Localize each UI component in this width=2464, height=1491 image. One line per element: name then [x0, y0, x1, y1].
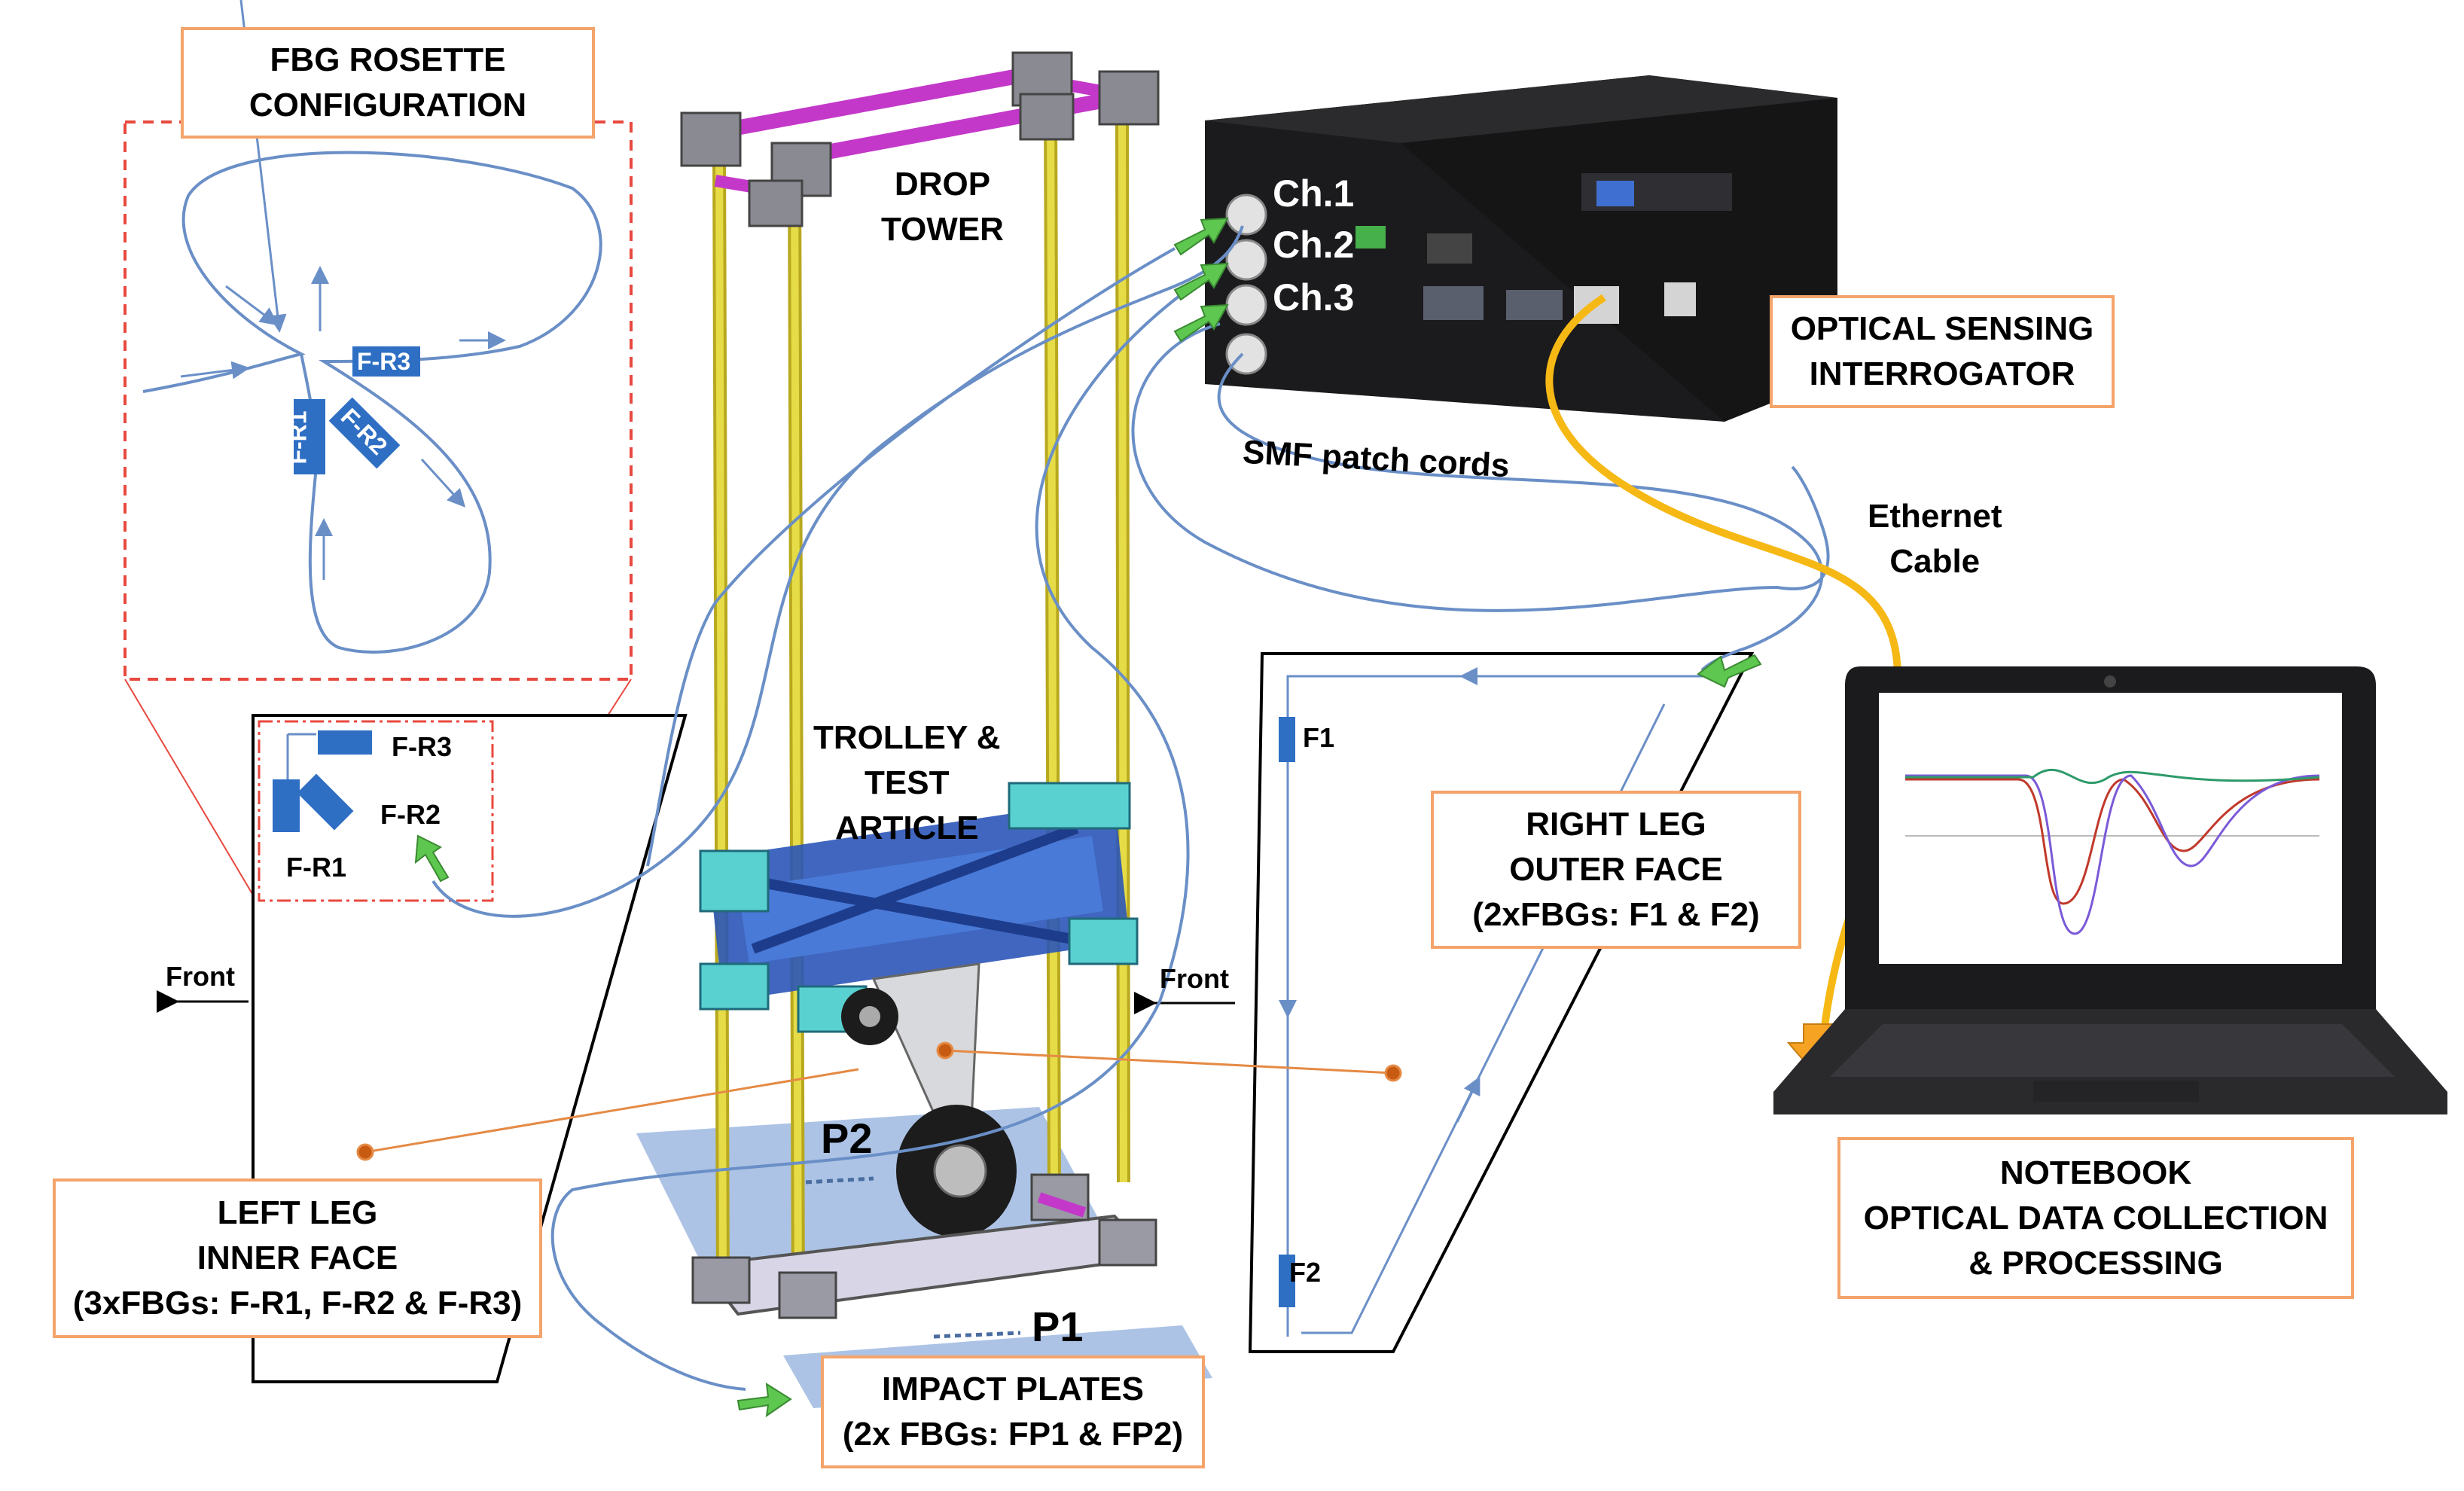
- green-arrows: [414, 217, 1762, 1418]
- ethernet-line1: Ethernet: [1868, 498, 2002, 535]
- drop-tower-line1: DROP: [894, 166, 991, 203]
- trolley-line2: TEST: [865, 764, 950, 801]
- left-leg-front-label: Front: [166, 961, 235, 992]
- right-leg-panel: [1134, 652, 1755, 1353]
- trolley-line1: TROLLEY &: [813, 719, 1001, 756]
- interrogator-line1: OPTICAL SENSING: [1790, 310, 2094, 347]
- fiber-patch-cords: [432, 225, 1830, 1391]
- trolley-base: [691, 1173, 1157, 1319]
- rosette-title-line2: CONFIGURATION: [249, 87, 527, 123]
- left-leg-fbg-label-r3: F-R3: [392, 731, 452, 762]
- interrogator-line2: INTERROGATOR: [1809, 355, 2075, 392]
- right-leg-line1: RIGHT LEG: [1526, 806, 1706, 843]
- right-leg-line2: OUTER FACE: [1509, 851, 1723, 888]
- drop-tower-label: DROP TOWER: [881, 162, 1004, 252]
- right-leg-fbg-label-f2: F2: [1289, 1257, 1322, 1288]
- plate-p2-label: P2: [821, 1114, 873, 1162]
- right-leg-fbg-label-f1: F1: [1303, 722, 1335, 753]
- left-leg-box: LEFT LEG INNER FACE (3xFBGs: F-R1, F-R2 …: [53, 1178, 542, 1338]
- right-leg-line3: (2xFBGs: F1 & F2): [1472, 896, 1760, 933]
- interrogator-device: [1205, 75, 1837, 422]
- rosette-title-box: FBG ROSETTE CONFIGURATION: [181, 27, 595, 139]
- channel-1-label: Ch.1: [1273, 172, 1355, 215]
- trolley-line3: ARTICLE: [834, 810, 979, 846]
- notebook-line1: NOTEBOOK: [1999, 1154, 2192, 1191]
- rosette-fiber-loop: [142, 151, 602, 654]
- trolley-label: TROLLEY & TEST ARTICLE: [813, 715, 1001, 851]
- leader-lines: [356, 1041, 1402, 1161]
- left-leg-fbg-label-r1: F-R1: [286, 852, 346, 883]
- notebook-computer: [1773, 666, 2447, 1114]
- plate-p1-label: P1: [1032, 1303, 1084, 1350]
- right-leg-box: RIGHT LEG OUTER FACE (2xFBGs: F1 & F2): [1431, 791, 1801, 949]
- rosette-fbg-label-r3: F-R3: [357, 348, 411, 375]
- impact-plates-line1: IMPACT PLATES: [882, 1371, 1144, 1407]
- notebook-line2: OPTICAL DATA COLLECTION: [1863, 1199, 2328, 1236]
- right-leg-front-label: Front: [1160, 963, 1229, 994]
- trolley-assembly: [699, 782, 1139, 1237]
- impact-plates-box: IMPACT PLATES (2x FBGs: FP1 & FP2): [821, 1355, 1205, 1468]
- left-leg-fbg-label-r2: F-R2: [380, 799, 441, 830]
- rosette-title-line1: FBG ROSETTE: [270, 41, 506, 78]
- left-leg-line3: (3xFBGs: F-R1, F-R2 & F-R3): [72, 1285, 523, 1322]
- impact-plates-line2: (2x FBGs: FP1 & FP2): [842, 1416, 1184, 1453]
- channel-2-label: Ch.2: [1273, 224, 1355, 266]
- drop-tower-line2: TOWER: [881, 211, 1004, 248]
- left-leg-line2: INNER FACE: [197, 1239, 398, 1276]
- notebook-line3: & PROCESSING: [1968, 1244, 2223, 1282]
- ethernet-line2: Cable: [1889, 543, 1981, 580]
- ethernet-cable-label: Ethernet Cable: [1868, 494, 2002, 584]
- left-leg-line1: LEFT LEG: [217, 1194, 378, 1231]
- drop-tower-frame: [680, 51, 1160, 1311]
- notebook-box: NOTEBOOK OPTICAL DATA COLLECTION & PROCE…: [1837, 1137, 2354, 1299]
- channel-3-label: Ch.3: [1273, 276, 1355, 319]
- rosette-fbg-marks: [294, 346, 420, 474]
- interrogator-box: OPTICAL SENSING INTERROGATOR: [1770, 295, 2115, 408]
- rosette-fbg-label-r1: F-R1: [284, 410, 312, 465]
